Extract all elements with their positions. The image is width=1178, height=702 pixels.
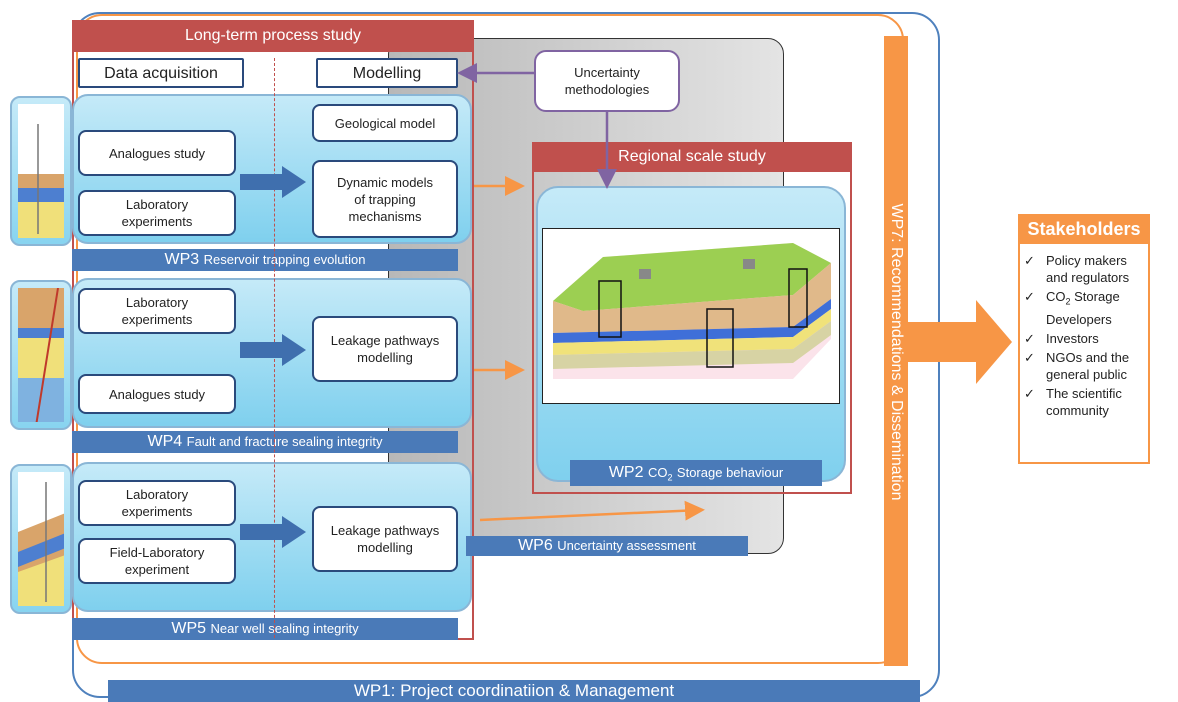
long-term-study-title: Long-term process study [72, 20, 474, 52]
wp7-bar [884, 36, 908, 666]
wp2-title: Storage behaviour [676, 465, 784, 480]
wp3-dynamic-models: Dynamic models of trapping mechanisms [312, 160, 458, 238]
wp3-title: Reservoir trapping evolution [203, 252, 366, 267]
wp4-laboratory-experiments: Laboratory experiments [78, 288, 236, 334]
wp5-title: Near well sealing integrity [210, 621, 359, 636]
wp3-label-bar: WP3 Reservoir trapping evolution [72, 249, 458, 271]
stakeholder-label: Policy makers and regulators [1046, 253, 1130, 285]
stakeholders-box [1018, 214, 1150, 464]
wp4-title: Fault and fracture sealing integrity [186, 434, 383, 449]
to-stakeholders-arrow [908, 300, 1012, 384]
stakeholder-item: ✓ Policy makers and regulators [1024, 252, 1148, 286]
wp4-label-bar: WP4 Fault and fracture sealing integrity [72, 431, 458, 453]
check-icon: ✓ [1024, 253, 1035, 268]
wp3-code: WP3 [164, 251, 200, 268]
wp3-analogues-study: Analogues study [78, 130, 236, 176]
wp5-label-bar: WP5 Near well sealing integrity [72, 618, 458, 640]
wp4-geology-drawing [18, 288, 64, 422]
wp3-geology-drawing [18, 124, 64, 238]
wp6-title: Uncertainty assessment [557, 538, 696, 553]
data-acquisition-header: Data acquisition [78, 58, 244, 88]
wp4-thumbnail [10, 280, 72, 430]
geology-block-drawing [553, 243, 831, 379]
wp4-flow-arrow [240, 334, 306, 366]
wp5-code: WP5 [171, 620, 207, 637]
check-icon: ✓ [1024, 349, 1035, 365]
modelling-header: Modelling [316, 58, 458, 88]
wp5-field-laboratory-experiment: Field-Laboratory experiment [78, 538, 236, 584]
stakeholder-item: ✓ CO2 Storage Developers [1024, 288, 1148, 328]
wp5-geology-drawing [18, 482, 64, 606]
wp5-thumbnail [10, 464, 72, 614]
stakeholder-label: NGOs and the general public [1046, 349, 1130, 382]
stakeholders-title: Stakeholders [1018, 214, 1150, 244]
stakeholder-label: Investors [1046, 330, 1099, 346]
stakeholders-list: ✓ Policy makers and regulators ✓ CO2 Sto… [1024, 252, 1148, 419]
wp4-code: WP4 [147, 433, 183, 450]
wp2-code: WP2 [608, 464, 644, 481]
wp5-leakage-pathways-modelling: Leakage pathways modelling [312, 506, 458, 572]
wp3-laboratory-experiments: Laboratory experiments [78, 190, 236, 236]
wp4-analogues-study: Analogues study [78, 374, 236, 414]
wp6-code: WP6 [518, 537, 553, 554]
check-icon: ✓ [1024, 289, 1035, 304]
stakeholder-item: ✓ Investors [1024, 330, 1148, 347]
wp3-flow-arrow [240, 166, 306, 198]
wp4-leakage-pathways-modelling: Leakage pathways modelling [312, 316, 458, 382]
wp5-to-regional-arrow [479, 500, 705, 522]
wp2-co2: CO2 [647, 465, 673, 483]
wp3-thumbnail [10, 96, 72, 246]
wp5-flow-arrow [240, 516, 306, 548]
wp6-label-bar: WP6 Uncertainty assessment [466, 536, 748, 556]
stakeholder-item: ✓ NGOs and the general public [1024, 349, 1148, 383]
wp1-label-bar: WP1: Project coordinatiion & Management [108, 680, 920, 702]
regional-study-title: Regional scale study [532, 142, 852, 172]
wp5-laboratory-experiments: Laboratory experiments [78, 480, 236, 526]
stakeholder-label: The scientific community [1046, 385, 1122, 418]
wp3-geological-model: Geological model [312, 104, 458, 142]
stakeholder-label: CO2 Storage Developers [1046, 289, 1120, 327]
check-icon: ✓ [1024, 385, 1035, 401]
stakeholder-item: ✓ The scientific community [1024, 385, 1148, 419]
regional-geology-illustration [542, 228, 840, 404]
check-icon: ✓ [1024, 330, 1035, 346]
uncertainty-methodologies-box: Uncertainty methodologies [534, 50, 680, 112]
wp2-label-bar: WP2 CO2 Storage behaviour [570, 460, 822, 486]
